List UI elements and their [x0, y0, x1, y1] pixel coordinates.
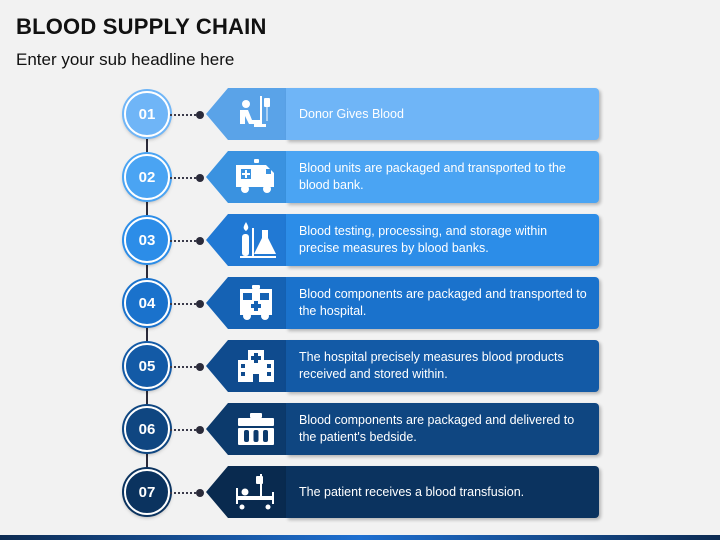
- step-arrow: [206, 151, 286, 203]
- step-text: Donor Gives Blood: [286, 88, 599, 140]
- step-arrow: [206, 277, 286, 329]
- connector-dot: [196, 489, 204, 497]
- step-number-badge: 04: [124, 280, 170, 326]
- step-card: The patient receives a blood transfusion…: [206, 466, 599, 518]
- step-text: Blood components are packaged and transp…: [286, 277, 599, 329]
- step-text: The hospital precisely measures blood pr…: [286, 340, 599, 392]
- step-card: The hospital precisely measures blood pr…: [206, 340, 599, 392]
- step-connector: [170, 240, 200, 242]
- step-text: The patient receives a blood transfusion…: [286, 466, 599, 518]
- step-7: 07 The patient receives a blood transfus…: [0, 466, 720, 518]
- connector-dot: [196, 174, 204, 182]
- step-number-badge: 05: [124, 343, 170, 389]
- step-connector: [170, 429, 200, 431]
- step-6: 06 Blood components are packaged and del…: [0, 403, 720, 455]
- step-card: Donor Gives Blood: [206, 88, 599, 140]
- blood-donor-icon: [240, 96, 270, 127]
- step-card: Blood components are packaged and delive…: [206, 403, 599, 455]
- hospital-icon: [238, 350, 274, 382]
- step-connector: [170, 114, 200, 116]
- connector-dot: [196, 300, 204, 308]
- footer-bar: [0, 535, 720, 540]
- lab-test-icon: [240, 222, 276, 258]
- step-arrow: [206, 340, 286, 392]
- step-number-badge: 03: [124, 217, 170, 263]
- step-connector: [170, 303, 200, 305]
- step-arrow: [206, 466, 286, 518]
- step-arrow: [206, 88, 286, 140]
- step-text: Blood units are packaged and transported…: [286, 151, 599, 203]
- medical-kit-icon: [238, 413, 274, 445]
- connector-dot: [196, 426, 204, 434]
- step-card: Blood components are packaged and transp…: [206, 277, 599, 329]
- step-2: 02 Blood units are packaged and transpor…: [0, 151, 720, 203]
- step-number-badge: 06: [124, 406, 170, 452]
- step-4: 04 Blood components are packaged and tra…: [0, 277, 720, 329]
- step-arrow: [206, 403, 286, 455]
- connector-dot: [196, 111, 204, 119]
- page-title: BLOOD SUPPLY CHAIN: [16, 14, 267, 39]
- connector-dot: [196, 363, 204, 371]
- step-text: Blood testing, processing, and storage w…: [286, 214, 599, 266]
- step-connector: [170, 177, 200, 179]
- delivery-van-icon: [236, 159, 274, 193]
- step-number-badge: 01: [124, 91, 170, 137]
- step-text: Blood components are packaged and delive…: [286, 403, 599, 455]
- step-number-badge: 02: [124, 154, 170, 200]
- page-subtitle: Enter your sub headline here: [16, 50, 235, 69]
- step-number-badge: 07: [124, 469, 170, 515]
- ambulance-icon: [240, 285, 272, 320]
- step-arrow: [206, 214, 286, 266]
- step-5: 05 The hospital precisely measures blood…: [0, 340, 720, 392]
- step-connector: [170, 366, 200, 368]
- connector-dot: [196, 237, 204, 245]
- step-card: Blood units are packaged and transported…: [206, 151, 599, 203]
- step-connector: [170, 492, 200, 494]
- step-3: 03 Blood testing, processing, and storag…: [0, 214, 720, 266]
- step-1: 01 Donor Gives Blood: [0, 88, 720, 140]
- transfusion-bed-icon: [236, 474, 274, 510]
- step-card: Blood testing, processing, and storage w…: [206, 214, 599, 266]
